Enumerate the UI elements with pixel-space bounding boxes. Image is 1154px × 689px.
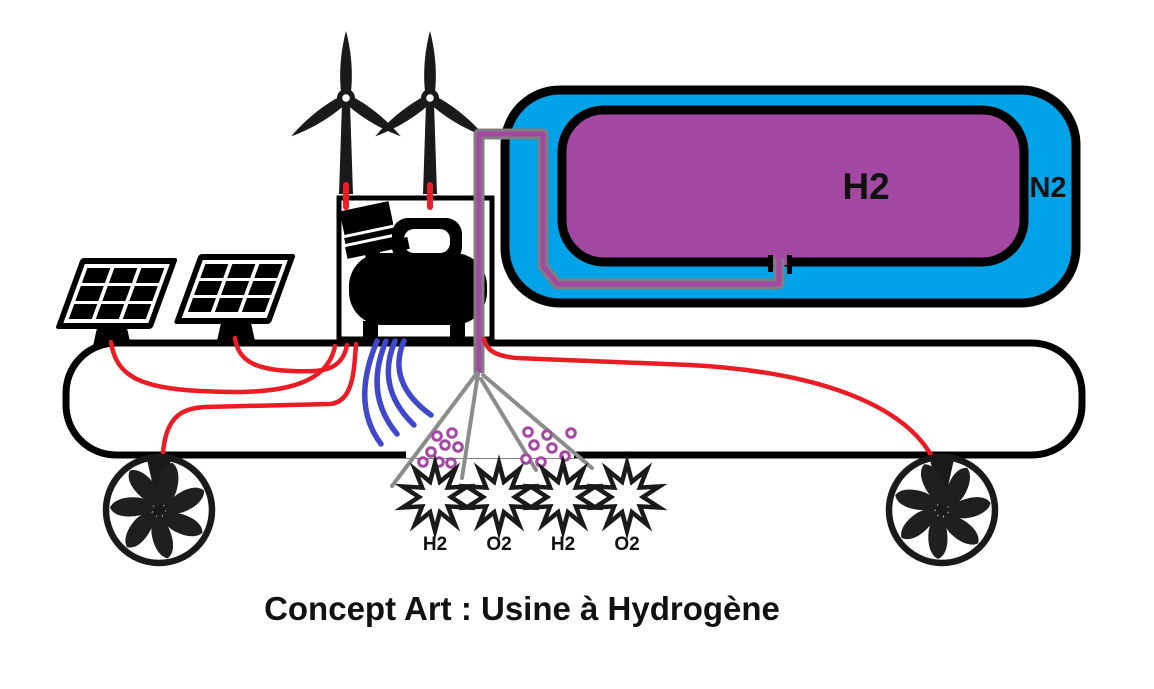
star-label-3: H2: [551, 534, 575, 555]
gas-bubbles: [417, 426, 577, 469]
star-o2-1: [467, 463, 532, 531]
propeller-hub: [936, 504, 948, 516]
solar-panel-stand: [217, 323, 255, 341]
wind-turbine-1: [287, 31, 405, 194]
star-h2-1: [403, 463, 468, 531]
solar-cells: [187, 264, 283, 312]
propeller-hub: [153, 504, 165, 516]
solar-cells: [68, 268, 165, 319]
star-o2-2: [595, 463, 660, 531]
wire-box-to-left-propeller: [160, 341, 359, 456]
propeller-right: [885, 453, 999, 567]
storage-tank: H2 N2: [500, 85, 1081, 308]
wire-panel1-to-box: [108, 339, 338, 395]
solar-panel-stand: [93, 328, 131, 346]
platform-border-gap: [406, 447, 574, 458]
h2-pipe-core: [476, 131, 782, 373]
turbine-tower: [339, 103, 353, 194]
star-label-4: O2: [614, 534, 639, 555]
h2-inner-bladder: [557, 105, 1029, 267]
turbine-tower: [423, 103, 437, 194]
wind-turbine-2: [371, 31, 489, 194]
star-label-2: O2: [486, 534, 511, 555]
compressor-enclosure: [336, 195, 495, 342]
wire-panel2-to-box: [232, 335, 350, 374]
star-h2-2: [531, 463, 596, 531]
solar-panel-2: [174, 254, 296, 341]
compressor-icon: [339, 201, 487, 338]
propeller-left: [102, 453, 216, 567]
star-label-1: H2: [423, 534, 447, 555]
water-feed-lines: [362, 338, 434, 447]
h2-pipe: [473, 128, 785, 373]
diagram-title: Concept Art : Usine à Hydrogène: [264, 590, 780, 627]
gas-burst-stars: H2 O2 H2 O2: [403, 463, 660, 555]
h2-tank-label: H2: [842, 166, 889, 207]
n2-tank-label: N2: [1029, 172, 1066, 204]
solar-panel-1: [56, 258, 178, 346]
